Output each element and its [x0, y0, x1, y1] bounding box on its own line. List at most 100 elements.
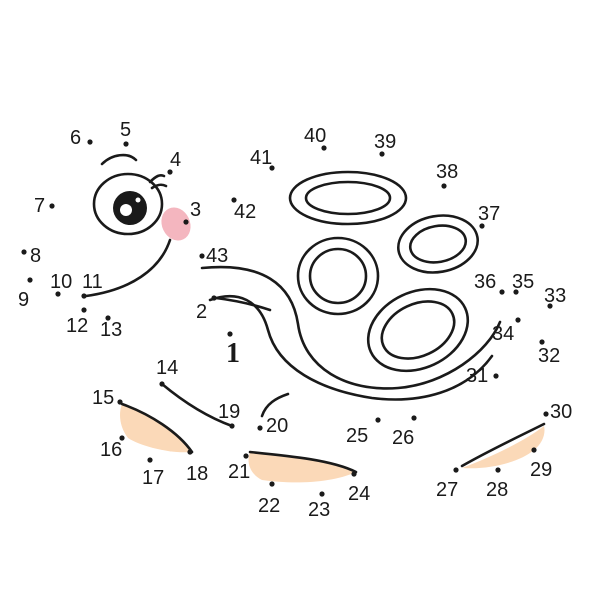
- dot-number-8: 8: [30, 245, 41, 267]
- leg-line: [260, 392, 290, 418]
- shell-spot-middle: [296, 236, 380, 316]
- dot-number-15: 15: [92, 387, 114, 409]
- dot-42: [231, 197, 237, 203]
- shell-spot-top: [288, 170, 408, 226]
- dot-number-10: 10: [50, 271, 72, 293]
- dot-number-37: 37: [478, 203, 500, 225]
- dot-36: [499, 289, 505, 295]
- dot-number-29: 29: [530, 459, 552, 481]
- dot-29: [531, 447, 537, 453]
- dot-number-22: 22: [258, 495, 280, 517]
- dot-number-12: 12: [66, 315, 88, 337]
- dot-number-7: 7: [34, 195, 45, 217]
- dot-number-3: 3: [190, 199, 201, 221]
- dot-14: [159, 381, 165, 387]
- start-marker: 1: [226, 338, 240, 369]
- dot-number-33: 33: [544, 285, 566, 307]
- dot-number-38: 38: [436, 161, 458, 183]
- dot-26: [411, 415, 417, 421]
- dot-11: [81, 293, 87, 299]
- dot-number-20: 20: [266, 415, 288, 437]
- dot-number-21: 21: [228, 461, 250, 483]
- mouth-line: [84, 238, 172, 298]
- dot-8: [21, 249, 27, 255]
- dot-38: [441, 183, 447, 189]
- dot-30: [543, 411, 549, 417]
- dot-number-11: 11: [82, 271, 103, 293]
- dot-41: [269, 165, 275, 171]
- dot-number-31: 31: [466, 365, 488, 387]
- back-right-foot-outline: [460, 422, 546, 468]
- dot-12: [81, 307, 87, 313]
- dot-35: [513, 289, 519, 295]
- dot-31: [493, 373, 499, 379]
- dot-number-35: 35: [512, 271, 534, 293]
- cheek: [161, 207, 191, 241]
- dot-number-40: 40: [304, 125, 326, 147]
- dot-number-9: 9: [18, 289, 29, 311]
- dot-15: [117, 399, 123, 405]
- front-left-foot: [120, 404, 192, 453]
- dot-32: [539, 339, 545, 345]
- dot-number-25: 25: [346, 425, 368, 447]
- dot-24: [351, 471, 357, 477]
- dot-number-16: 16: [100, 439, 122, 461]
- dot-number-18: 18: [186, 463, 208, 485]
- dot-25: [375, 417, 381, 423]
- front-right-foot: [248, 452, 356, 483]
- dot-number-36: 36: [474, 271, 496, 293]
- dot-number-13: 13: [100, 319, 122, 341]
- front-right-foot-outline: [248, 450, 358, 474]
- dot-number-27: 27: [436, 479, 458, 501]
- dot-number-34: 34: [492, 323, 514, 345]
- dot-21: [243, 453, 249, 459]
- dot-number-39: 39: [374, 131, 396, 153]
- front-left-foot-outline: [120, 402, 194, 454]
- dot-number-4: 4: [170, 149, 181, 171]
- eyelash: [150, 183, 168, 190]
- dot-number-23: 23: [308, 499, 330, 521]
- dot-39: [379, 151, 385, 157]
- eye: [92, 172, 164, 236]
- dot-number-26: 26: [392, 427, 414, 449]
- dot-1: [227, 331, 233, 337]
- dot-5: [123, 141, 129, 147]
- dot-23: [319, 491, 325, 497]
- back-right-foot: [462, 426, 545, 469]
- dot-number-2: 2: [196, 301, 207, 323]
- dot-number-32: 32: [538, 345, 560, 367]
- dot-2: [211, 295, 217, 301]
- dot-number-41: 41: [250, 147, 272, 169]
- dot-4: [167, 169, 173, 175]
- dot-number-6: 6: [70, 127, 81, 149]
- dot-33: [547, 303, 553, 309]
- neck-fold: [214, 296, 272, 312]
- eyelash: [148, 173, 166, 184]
- dot-number-43: 43: [206, 245, 228, 267]
- dot-number-24: 24: [348, 483, 370, 505]
- dot-number-19: 19: [218, 401, 240, 423]
- dot-7: [49, 203, 55, 209]
- dot-3: [183, 219, 189, 225]
- eyebrow: [100, 153, 138, 166]
- dot-9: [27, 277, 33, 283]
- front-leg-line: [160, 382, 234, 428]
- dot-34: [515, 317, 521, 323]
- dot-number-30: 30: [550, 401, 572, 423]
- dot-number-42: 42: [234, 201, 256, 223]
- dot-17: [147, 457, 153, 463]
- dot-27: [453, 467, 459, 473]
- dot-40: [321, 145, 327, 151]
- shell-spot-right: [397, 214, 479, 274]
- dot-20: [257, 425, 263, 431]
- dot-10: [55, 291, 61, 297]
- dot-16: [119, 435, 125, 441]
- belly-line: [208, 295, 494, 401]
- dot-number-5: 5: [120, 119, 131, 141]
- dot-number-17: 17: [142, 467, 164, 489]
- dot-43: [199, 253, 205, 259]
- shell-outline: [200, 265, 502, 390]
